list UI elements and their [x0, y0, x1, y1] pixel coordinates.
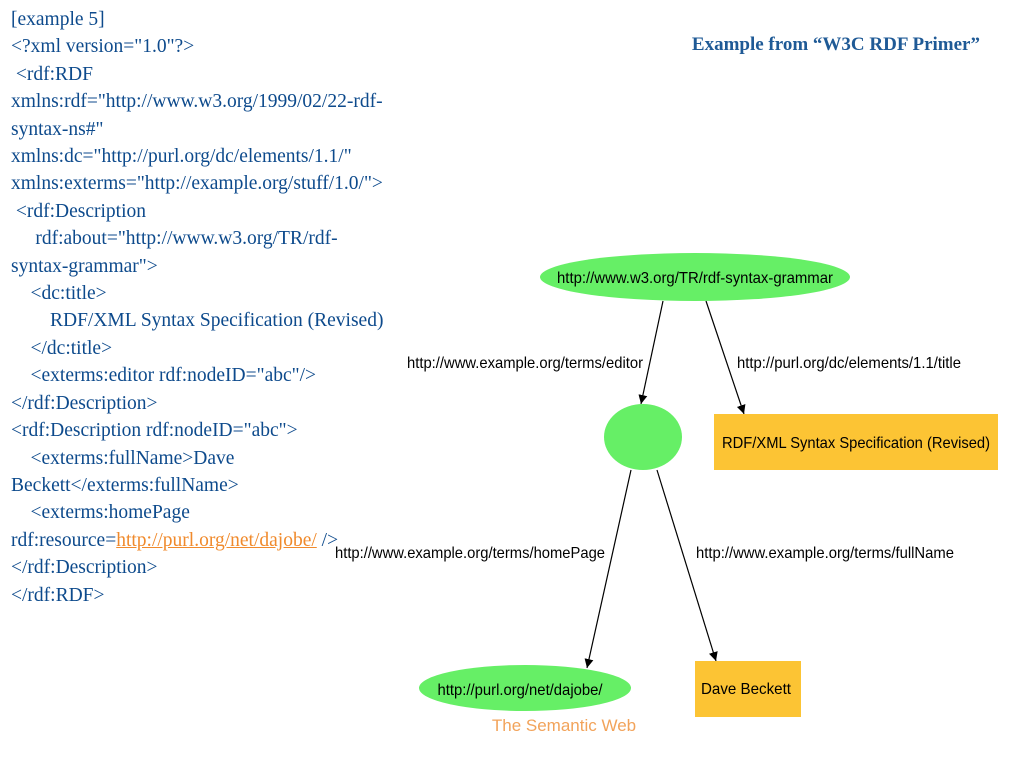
code-line: <dc:title> — [11, 283, 107, 305]
resource-attr-suffix: /> — [316, 529, 339, 551]
edge-editor-arrow — [638, 300, 664, 405]
code-line: xmlns:dc="http://purl.org/dc/elements/1.… — [11, 146, 352, 168]
code-line: <exterms:homePage — [11, 502, 190, 524]
code-line: RDF/XML Syntax Specification (Revised) — [11, 310, 384, 332]
edge-homepage-arrow — [584, 469, 632, 669]
edge-homepage-label: http://www.example.org/terms/homePage — [335, 545, 605, 562]
code-line-resource: rdf:resource=http://purl.org/net/dajobe/… — [11, 527, 451, 554]
code-line: <rdf:RDF — [11, 63, 93, 85]
code-line: xmlns:exterms="http://example.org/stuff/… — [11, 173, 383, 195]
edge-title-arrow — [705, 300, 746, 415]
code-line: [example 5] — [11, 9, 105, 30]
code-line: </rdf:Description> — [11, 392, 158, 414]
code-line: xmlns:rdf="http://www.w3.org/1999/02/22-… — [11, 91, 383, 113]
reference-title: Example from “W3C RDF Primer” — [691, 34, 980, 55]
edge-title-label: http://purl.org/dc/elements/1.1/title — [737, 355, 961, 372]
code-line: syntax-ns#" — [11, 118, 104, 140]
resource-attr-text: rdf:resource= — [11, 529, 117, 551]
edge-editor-label: http://www.example.org/terms/editor — [407, 355, 644, 372]
edge-fullname-arrow — [656, 469, 718, 662]
code-line: <exterms:fullName>Dave — [11, 447, 235, 469]
code-line: rdf:about="http://www.w3.org/TR/rdf- — [11, 228, 338, 250]
node-name-literal-box — [695, 661, 801, 717]
node-title-literal-box — [714, 414, 998, 470]
node-blank-ellipse — [604, 404, 682, 470]
rdf-xml-code-block: [example 5] <?xml version="1.0"?> <rdf:R… — [11, 6, 451, 609]
node-name-literal-label: Dave Beckett — [701, 681, 792, 698]
homepage-link[interactable]: http://purl.org/net/dajobe/ — [116, 529, 317, 551]
code-line: <rdf:Description — [11, 200, 147, 222]
code-line: </dc:title> — [11, 337, 113, 359]
code-line: </rdf:RDF> — [11, 584, 105, 606]
code-line: <exterms:editor rdf:nodeID="abc"/> — [11, 365, 317, 387]
node-homepage-label: http://purl.org/net/dajobe/ — [438, 682, 604, 699]
code-line: syntax-grammar"> — [11, 255, 158, 277]
node-grammar-label: http://www.w3.org/TR/rdf-syntax-grammar — [557, 270, 834, 287]
footer-text: The Semantic Web — [491, 716, 637, 735]
code-line: <?xml version="1.0"?> — [11, 36, 195, 58]
node-homepage-ellipse — [419, 665, 631, 711]
edge-fullname-label: http://www.example.org/terms/fullName — [696, 545, 954, 562]
code-line: </rdf:Description> — [11, 557, 158, 579]
code-line: Beckett</exterms:fullName> — [11, 474, 239, 496]
code-line: <rdf:Description rdf:nodeID="abc"> — [11, 420, 298, 442]
node-title-literal-label: RDF/XML Syntax Specification (Revised) — [722, 435, 990, 452]
node-grammar-ellipse — [540, 253, 850, 301]
